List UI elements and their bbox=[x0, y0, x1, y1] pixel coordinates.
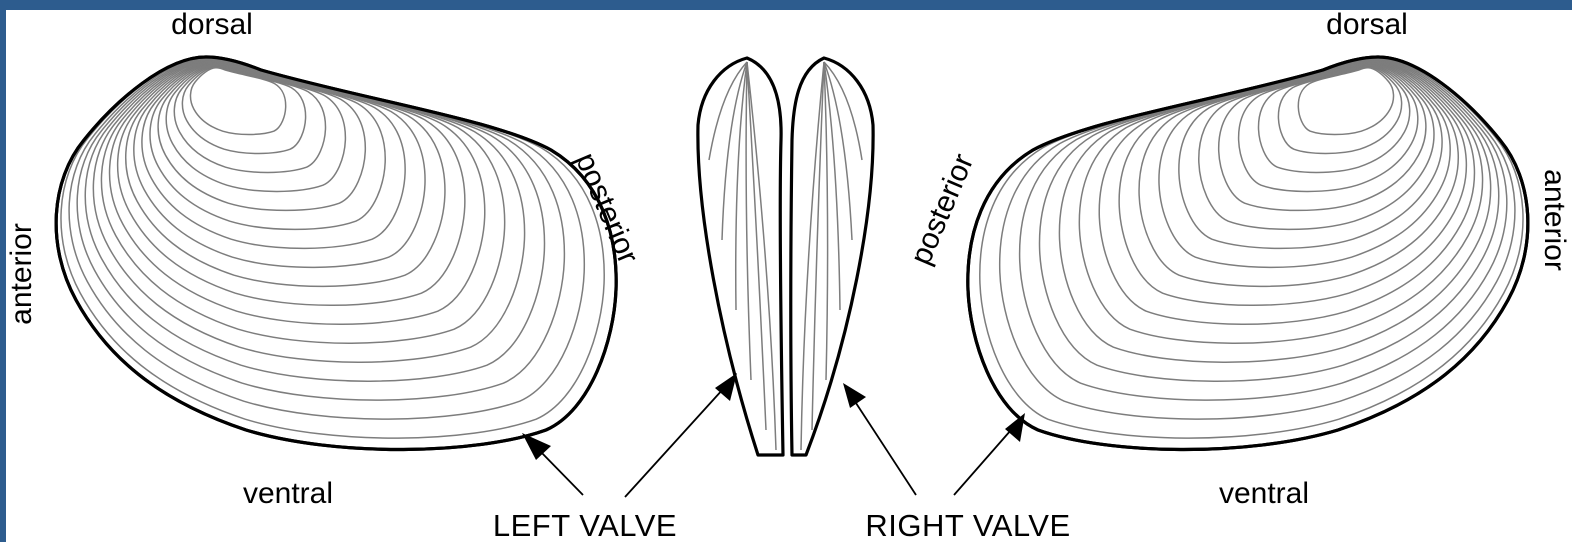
left-shell-drawing bbox=[56, 57, 616, 450]
right-valve-caption: RIGHT VALVE bbox=[865, 508, 1070, 542]
right-dorsal-label: dorsal bbox=[1326, 10, 1408, 41]
left-valve-side-view bbox=[698, 58, 783, 455]
left-shell-outline bbox=[56, 57, 616, 450]
left-valve-caption: LEFT VALVE bbox=[493, 508, 677, 542]
arrow-right-side bbox=[843, 383, 916, 495]
bivalve-diagram: dorsal ventral anterior posterior dorsal… bbox=[6, 10, 1572, 542]
left-anterior-label: anterior bbox=[6, 223, 38, 325]
diagram-canvas: dorsal ventral anterior posterior dorsal… bbox=[6, 10, 1572, 542]
left-ventral-label: ventral bbox=[243, 477, 333, 510]
arrow-left-side bbox=[625, 373, 737, 497]
right-shell-drawing bbox=[968, 57, 1528, 450]
right-shell-outline bbox=[968, 57, 1528, 450]
left-dorsal-label: dorsal bbox=[171, 10, 253, 41]
arrow-right-shell bbox=[954, 413, 1025, 495]
right-ventral-label: ventral bbox=[1219, 477, 1309, 510]
right-anterior-label: anterior bbox=[1538, 169, 1571, 271]
arrow-left-shell bbox=[522, 433, 583, 495]
